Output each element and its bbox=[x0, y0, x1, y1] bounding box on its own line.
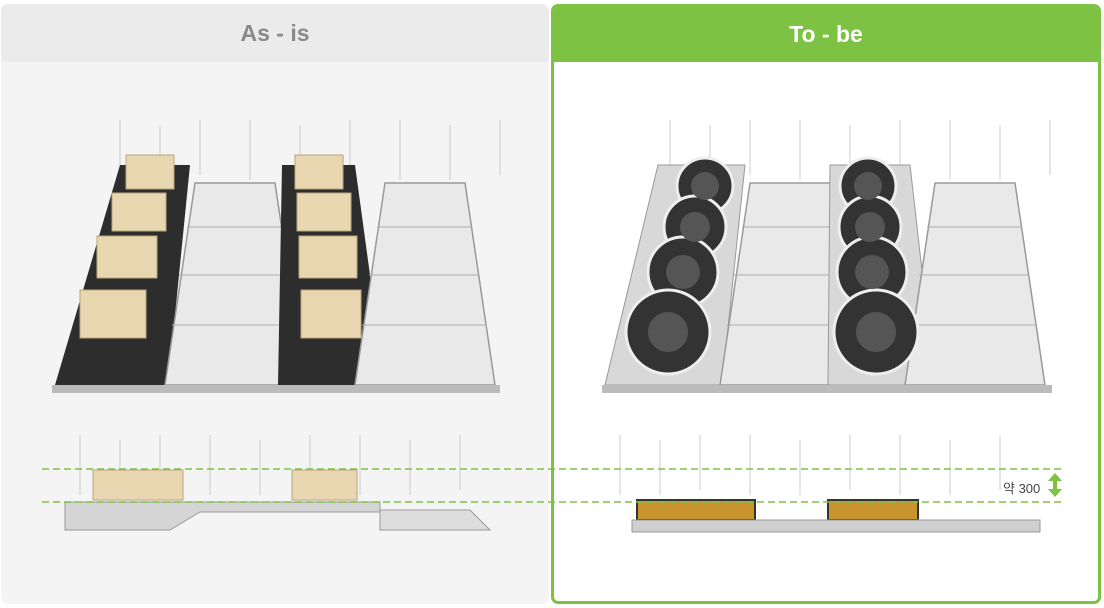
box bbox=[300, 289, 362, 339]
height-difference-label: 약 300 bbox=[1003, 481, 1041, 496]
box bbox=[79, 289, 147, 339]
fan-unit-side bbox=[827, 499, 919, 521]
box bbox=[294, 154, 344, 190]
as-is-header: As - is bbox=[1, 4, 549, 62]
to-be-side-view bbox=[619, 434, 1041, 533]
box bbox=[125, 154, 175, 190]
fan-unit-side bbox=[636, 499, 756, 521]
double-arrow-icon bbox=[1048, 473, 1062, 497]
to-be-header: To - be bbox=[554, 7, 1098, 62]
to-be-top-view bbox=[602, 119, 1052, 394]
box bbox=[296, 192, 352, 232]
box bbox=[111, 192, 167, 232]
height-difference-lines bbox=[42, 468, 1062, 503]
box bbox=[96, 235, 158, 279]
box bbox=[298, 235, 358, 279]
as-is-top-view bbox=[52, 119, 501, 394]
as-is-side-view bbox=[64, 434, 492, 531]
